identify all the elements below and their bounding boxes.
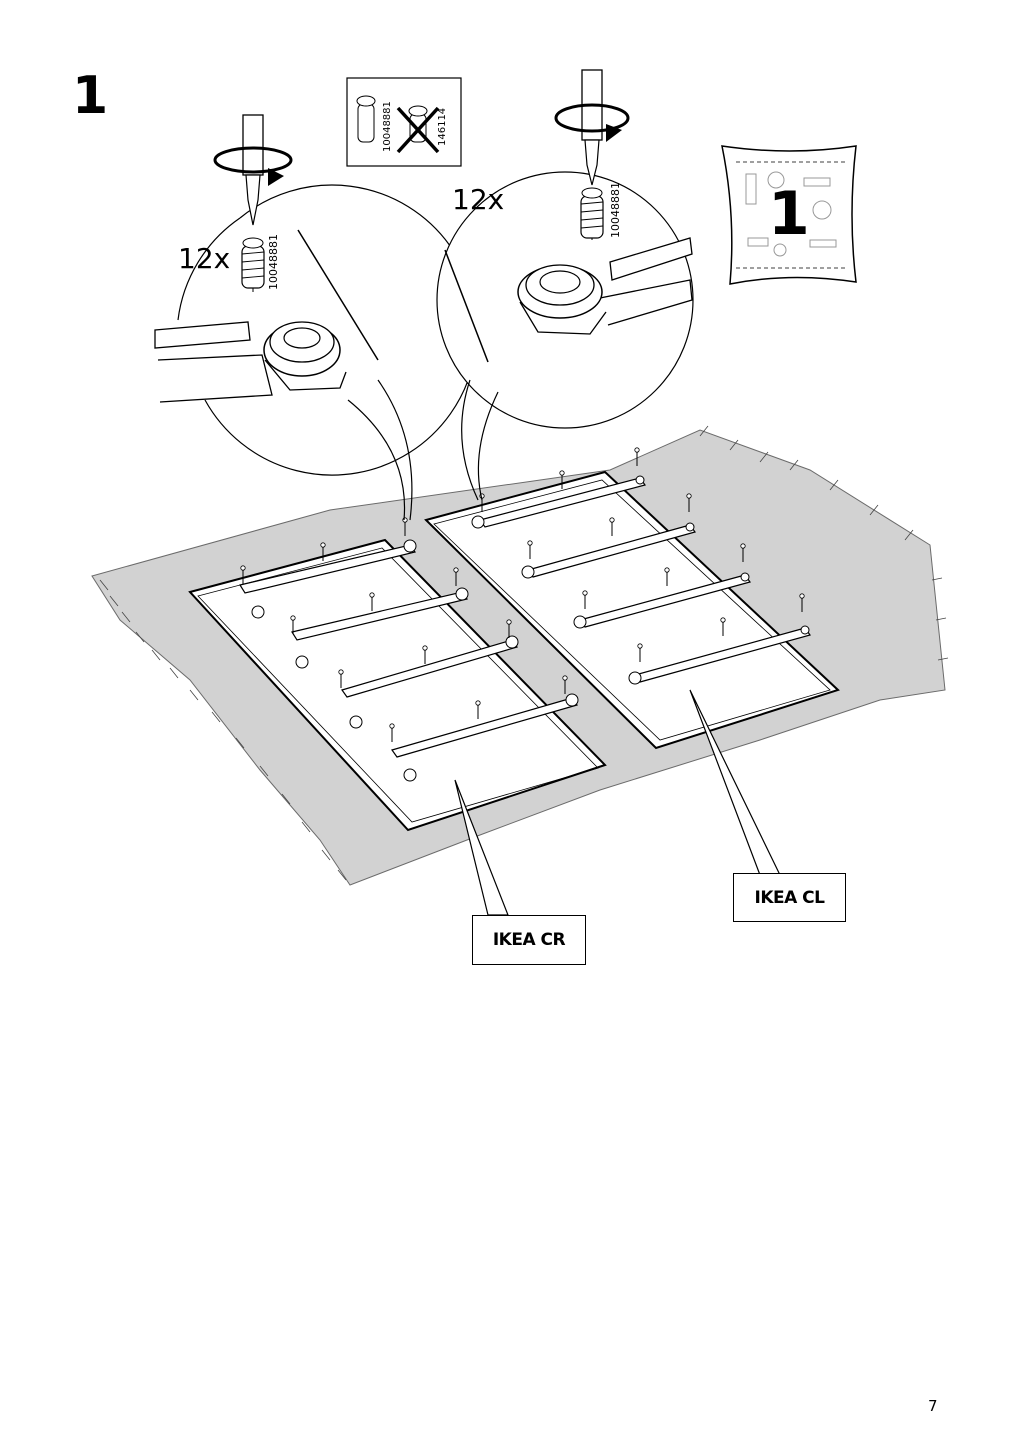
detail-circle-left (154, 114, 478, 521)
mat-fringe (99, 425, 949, 881)
bag-number: 1 (768, 179, 810, 249)
floor-mat (91, 429, 946, 886)
left-quantity: 12x (178, 242, 231, 275)
right-part-number: 10048881 (609, 182, 622, 238)
panel-ikea-cl (424, 447, 840, 750)
screw-reference-box (346, 77, 462, 167)
wrong-screw-part-number: 146114 (437, 107, 448, 146)
right-quantity: 12x (452, 183, 505, 216)
panel-ikea-cr (188, 517, 607, 832)
hardware-bag-icon (721, 145, 857, 285)
label-ikea-cl: IKEA CL (733, 873, 846, 922)
step-number: 1 (72, 66, 109, 126)
detail-circle-right (436, 69, 694, 501)
page-number: 7 (928, 1397, 938, 1415)
left-part-number: 10048881 (267, 234, 280, 290)
correct-screw-part-number: 10048881 (382, 101, 393, 152)
label-ikea-cr: IKEA CR (472, 915, 586, 965)
